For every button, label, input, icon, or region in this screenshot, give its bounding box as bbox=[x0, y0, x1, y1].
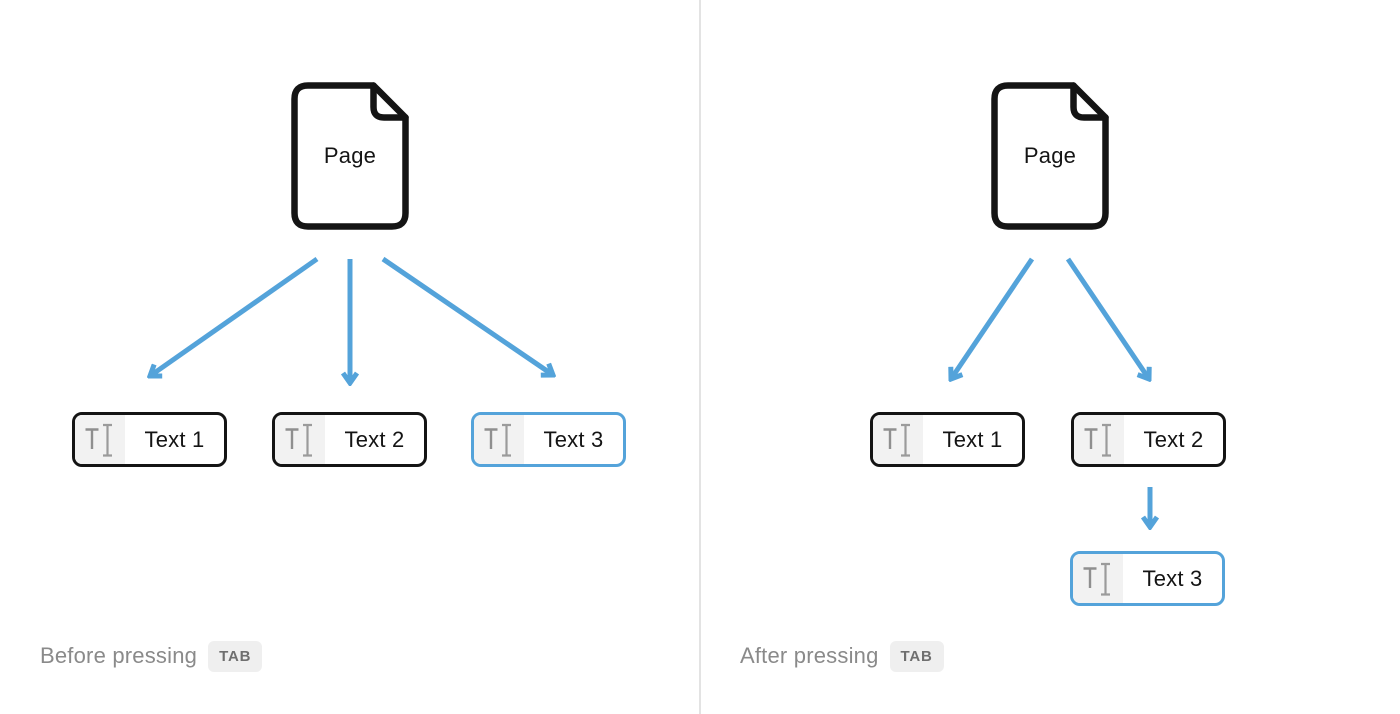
block-type-cell bbox=[873, 415, 923, 464]
arrow-before-page-to-text3 bbox=[381, 256, 553, 375]
document-with-folded-corner-icon bbox=[291, 82, 409, 230]
page-node-label: Page bbox=[1023, 143, 1077, 168]
caption-text: Before pressing bbox=[40, 643, 198, 668]
block-type-cell bbox=[1073, 554, 1123, 603]
text-cursor-icon bbox=[85, 423, 112, 457]
text-block-2: Text 2 bbox=[1071, 412, 1226, 467]
page-node: Page bbox=[991, 82, 1109, 230]
text-block-1: Text 1 bbox=[870, 412, 1025, 467]
text-cursor-icon bbox=[1083, 562, 1110, 596]
text-cursor-icon bbox=[883, 423, 910, 457]
panel-divider bbox=[699, 0, 701, 714]
caption-before: Before pressing TAB bbox=[40, 638, 263, 674]
block-label: Text 2 bbox=[344, 426, 405, 452]
block-type-cell bbox=[474, 415, 524, 464]
text-cursor-icon bbox=[285, 423, 312, 457]
text-block-3-selected-indented: Text 3 bbox=[1070, 551, 1225, 606]
block-type-cell bbox=[1074, 415, 1124, 464]
arrow-before-page-to-text1 bbox=[150, 256, 319, 376]
arrow-after-page-to-text1 bbox=[951, 257, 1035, 379]
page-node: Page bbox=[291, 82, 409, 230]
block-label: Text 3 bbox=[1142, 565, 1203, 591]
text-cursor-icon bbox=[484, 423, 511, 457]
block-label: Text 1 bbox=[942, 426, 1003, 452]
tab-key-badge: TAB bbox=[208, 640, 263, 672]
page-node-label: Page bbox=[323, 143, 377, 168]
tab-key-badge: TAB bbox=[889, 640, 944, 672]
caption-after: After pressing TAB bbox=[740, 638, 944, 674]
block-type-cell bbox=[275, 415, 325, 464]
block-label: Text 1 bbox=[144, 426, 205, 452]
caption-text: After pressing bbox=[740, 643, 879, 668]
text-cursor-icon bbox=[1084, 423, 1111, 457]
arrow-after-page-to-text2 bbox=[1065, 257, 1149, 379]
block-label: Text 2 bbox=[1143, 426, 1204, 452]
text-block-1: Text 1 bbox=[72, 412, 227, 467]
text-block-2: Text 2 bbox=[272, 412, 427, 467]
document-with-folded-corner-icon bbox=[991, 82, 1109, 230]
block-type-cell bbox=[75, 415, 125, 464]
text-block-3-selected: Text 3 bbox=[471, 412, 626, 467]
block-label: Text 3 bbox=[543, 426, 604, 452]
